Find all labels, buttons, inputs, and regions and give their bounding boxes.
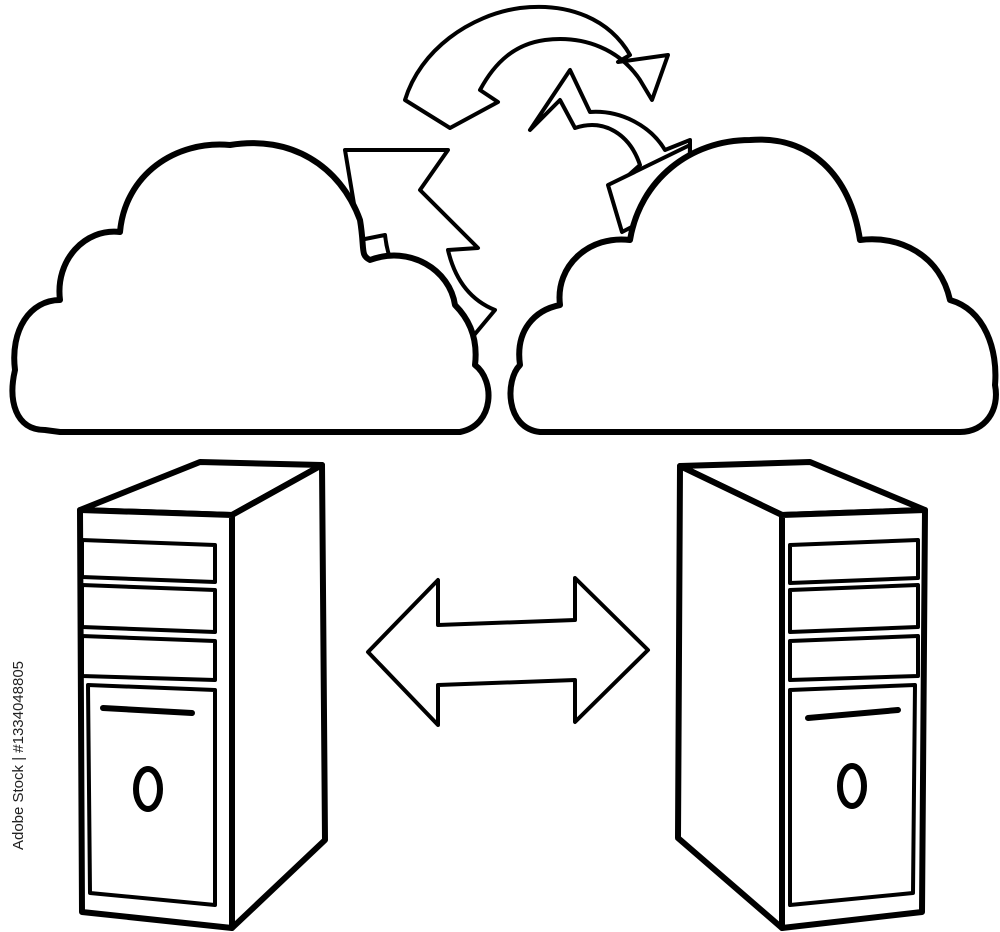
right-server-bay-2 (788, 583, 920, 634)
right-server-power-button (837, 763, 867, 809)
left-server-bay-1 (80, 538, 217, 584)
stock-id-text: Adobe Stock | #1334048805 (10, 660, 28, 850)
left-server-front (77, 507, 235, 931)
recycle-arrow-top (403, 4, 670, 130)
right-server-side (675, 463, 785, 931)
right-cloud-icon (507, 136, 999, 435)
right-server-front (779, 507, 928, 931)
left-server-side (229, 462, 328, 931)
right-server-bay-3 (788, 634, 920, 682)
left-server-icon (77, 459, 328, 931)
right-server-panel (788, 683, 917, 907)
right-server-bay-1 (788, 538, 920, 585)
left-server-bay-3 (80, 634, 217, 682)
left-server-power-button (133, 766, 163, 812)
left-server-slot (100, 705, 195, 716)
right-server-icon (675, 459, 928, 931)
left-server-bay-2 (80, 583, 217, 634)
right-server-slot (805, 707, 901, 721)
left-server-panel (86, 683, 217, 907)
left-cloud-icon (9, 140, 492, 435)
stock-id-watermark: Adobe Stock | #1334048805 (4, 660, 34, 849)
double-arrow-icon (366, 576, 650, 727)
